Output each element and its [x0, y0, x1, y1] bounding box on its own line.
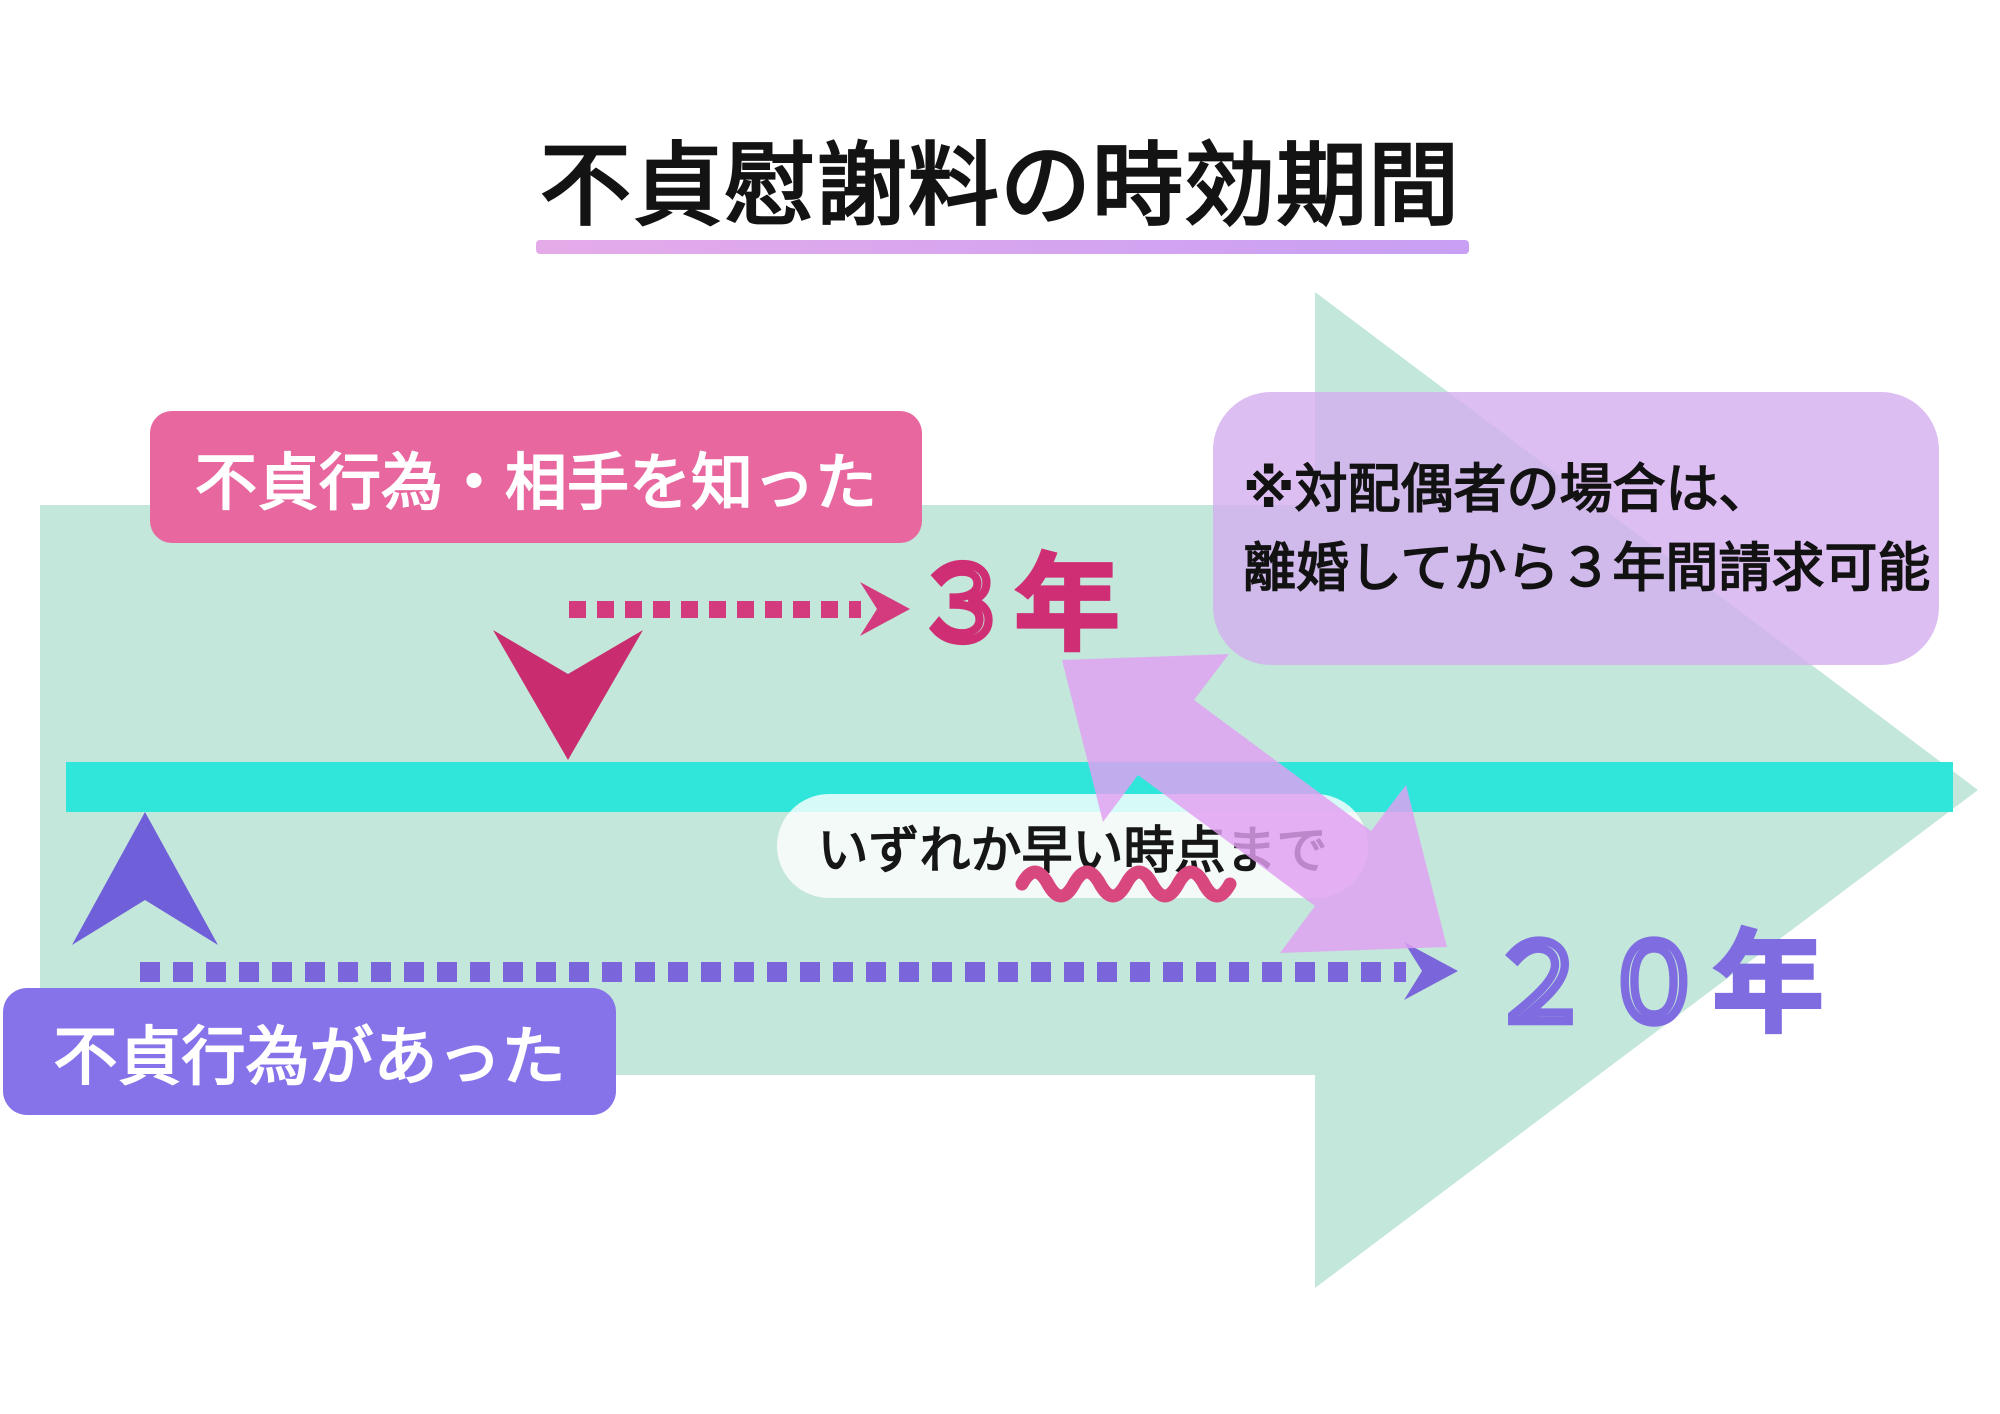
note-box: ※対配偶者の場合は、 離婚してから３年間請求可能 — [1213, 392, 1939, 665]
occurred-label-text: 不貞行為があった — [53, 1020, 566, 1095]
deadline-text: いずれか早い時点まで — [817, 822, 1328, 881]
knew-period-value: ３年 — [912, 546, 1120, 665]
occurred-period-value: ２０年 — [1486, 922, 1828, 1047]
pink-arrowhead-icon — [860, 582, 910, 636]
title-underline — [536, 240, 1469, 254]
note-line2: 離婚してから３年間請求可能 — [1243, 537, 1931, 599]
page-title: 不貞慰謝料の時効期間 — [539, 134, 1460, 239]
note-line1: ※対配偶者の場合は、 — [1243, 458, 1772, 520]
up-chevron-icon — [72, 812, 218, 945]
occurred-dotted-line — [140, 962, 1406, 982]
purple-arrowhead-icon — [1404, 942, 1458, 1000]
knew-label-text: 不貞行為・相手を知った — [194, 446, 877, 519]
occurred-label-box: 不貞行為があった — [3, 988, 616, 1115]
down-chevron-icon — [493, 630, 643, 760]
knew-label-box: 不貞行為・相手を知った — [150, 411, 922, 543]
deadline-pill: いずれか早い時点まで — [777, 794, 1368, 898]
knew-dotted-line — [569, 601, 861, 618]
